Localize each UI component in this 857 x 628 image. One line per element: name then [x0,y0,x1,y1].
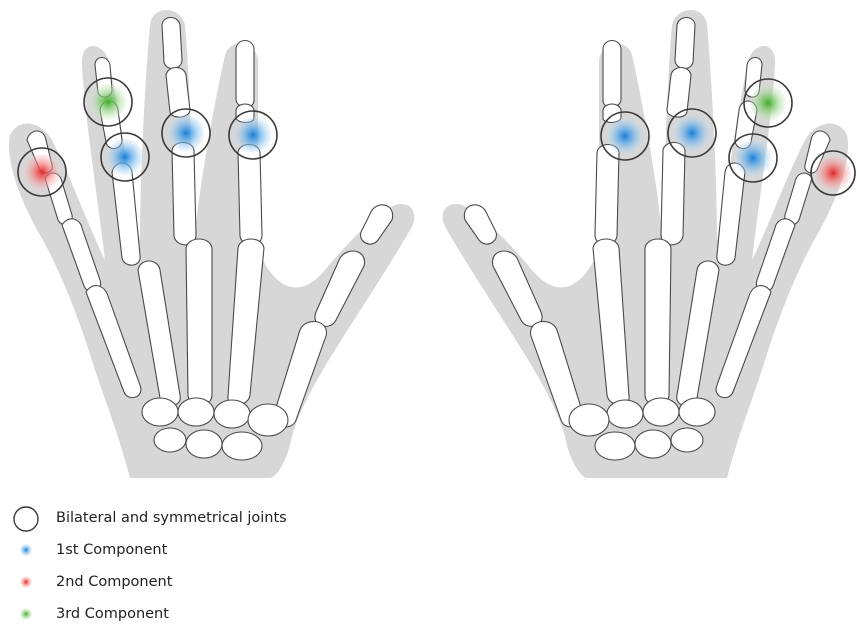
open-circle-icon [12,505,40,533]
joint-left-ring-pip[interactable] [101,133,149,181]
joint-left-little-pip[interactable] [18,148,66,196]
red-dot-icon [12,569,40,597]
joint-left-middle-pip[interactable] [162,109,210,157]
legend-label: 1st Component [56,542,167,558]
joint-left-index-pip[interactable] [229,111,277,159]
blue-dot-icon [12,537,40,565]
joint-right-ring-pip[interactable] [729,134,777,182]
legend-label: Bilateral and symmetrical joints [56,510,287,526]
legend-label: 3rd Component [56,606,169,622]
joint-left-ring-dip[interactable] [84,78,132,126]
joint-right-ring-dip[interactable] [744,79,792,127]
right-hand [443,10,848,478]
left-hand [9,10,414,478]
joint-right-index-pip[interactable] [601,112,649,160]
joint-right-little-pip[interactable] [811,151,855,195]
legend-label: 2nd Component [56,574,172,590]
green-dot-icon [12,601,40,628]
joint-right-middle-pip[interactable] [668,109,716,157]
